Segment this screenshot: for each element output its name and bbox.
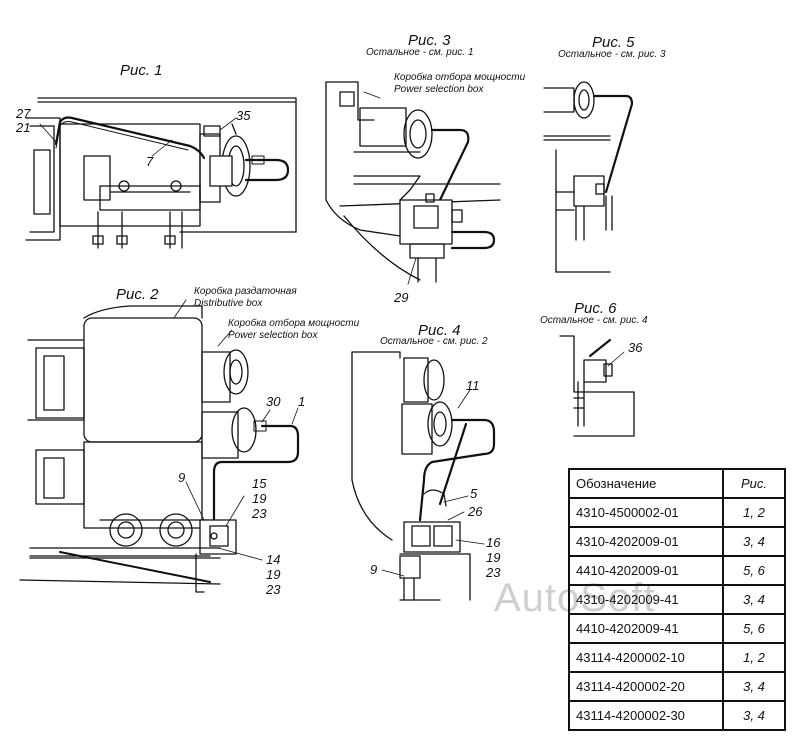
- table-row: 4410-4202009-41 5, 6: [568, 613, 786, 644]
- leader-lines: [39, 91, 625, 577]
- table-row: 4410-4202009-01 5, 6: [568, 555, 786, 586]
- fig2-label-19: 19: [252, 491, 267, 506]
- fig1-title: Рис. 1: [120, 62, 163, 79]
- spec-cell-figure: 3, 4: [722, 700, 786, 731]
- spec-cell-figure: 3, 4: [722, 584, 786, 615]
- fig3-label-29: 29: [394, 290, 409, 305]
- spec-cell-figure: 5, 6: [722, 555, 786, 586]
- spec-cell-figure: 5, 6: [722, 613, 786, 644]
- fig2-caption-transfer-en: Distributive box: [194, 298, 263, 309]
- fig2-label-15: 15: [252, 476, 267, 491]
- spec-cell-figure: 3, 4: [722, 526, 786, 557]
- fig1-label-7: 7: [146, 154, 154, 169]
- fig3-caption-pto-ru: Коробка отбора мощности: [394, 72, 526, 83]
- fig1-label-35: 35: [236, 108, 251, 123]
- fig3-drawing: [325, 81, 501, 283]
- spec-header-designation: Обозначение: [568, 468, 724, 499]
- fig5-subtitle: Остальное - см. рис. 3: [558, 49, 666, 60]
- fig3-subtitle: Остальное - см. рис. 1: [366, 47, 474, 58]
- spec-cell-figure: 1, 2: [722, 497, 786, 528]
- fig2-title: Рис. 2: [116, 286, 159, 303]
- fig2-label-19b: 19: [266, 567, 281, 582]
- spec-table-header: Обозначение Рис.: [568, 468, 786, 499]
- fig2-label-9: 9: [178, 470, 186, 485]
- fig2-caption-transfer-ru: Коробка раздаточная: [194, 286, 297, 297]
- fig4-label-19: 19: [486, 550, 501, 565]
- fig2-label-23b: 23: [266, 582, 281, 597]
- table-row: 43114-4200002-20 3, 4: [568, 671, 786, 702]
- fig4-label-23: 23: [486, 565, 501, 580]
- spec-cell-designation: 43114-4200002-10: [568, 642, 724, 673]
- spec-cell-designation: 4410-4202009-01: [568, 555, 724, 586]
- spec-cell-designation: 4410-4202009-41: [568, 613, 724, 644]
- fig5-drawing: [543, 81, 634, 273]
- fig2-label-30: 30: [266, 394, 281, 409]
- fig4-drawing: [351, 351, 496, 601]
- fig1-label-27: 27: [16, 106, 31, 121]
- fig2-label-23: 23: [252, 506, 267, 521]
- spec-cell-designation: 4310-4500002-01: [568, 497, 724, 528]
- fig2-drawing: [19, 305, 300, 593]
- spec-table: Обозначение Рис. 4310-4500002-01 1, 2 43…: [568, 468, 786, 731]
- spec-cell-designation: 43114-4200002-20: [568, 671, 724, 702]
- fig2-label-1: 1: [298, 394, 306, 409]
- fig3-caption-pto-en: Power selection box: [394, 84, 484, 95]
- fig6-subtitle: Остальное - см. рис. 4: [540, 315, 648, 326]
- table-row: 43114-4200002-10 1, 2: [568, 642, 786, 673]
- spec-cell-designation: 43114-4200002-30: [568, 700, 724, 731]
- spec-header-figure: Рис.: [722, 468, 786, 499]
- fig1-drawing: [25, 97, 297, 249]
- table-row: 4310-4202009-01 3, 4: [568, 526, 786, 557]
- fig4-label-16: 16: [486, 535, 501, 550]
- table-row: 4310-4500002-01 1, 2: [568, 497, 786, 528]
- fig4-label-11: 11: [466, 378, 480, 393]
- spec-cell-figure: 1, 2: [722, 642, 786, 673]
- fig4-label-26: 26: [468, 504, 483, 519]
- fig4-label-5: 5: [470, 486, 478, 501]
- fig6-title: Рис. 6: [574, 300, 617, 317]
- table-row: 4310-4202009-41 3, 4: [568, 584, 786, 615]
- fig6-drawing: [559, 335, 635, 437]
- fig4-subtitle: Остальное - см. рис. 2: [380, 336, 488, 347]
- table-row: 43114-4200002-30 3, 4: [568, 700, 786, 731]
- fig2-caption-pto-en: Power selection box: [228, 330, 318, 341]
- fig6-label-36: 36: [628, 340, 643, 355]
- fig3-title: Рис. 3: [408, 32, 451, 49]
- fig4-label-9: 9: [370, 562, 378, 577]
- fig1-label-21: 21: [16, 120, 31, 135]
- spec-cell-designation: 4310-4202009-41: [568, 584, 724, 615]
- spec-cell-figure: 3, 4: [722, 671, 786, 702]
- fig4-title: Рис. 4: [418, 322, 461, 339]
- fig5-title: Рис. 5: [592, 34, 635, 51]
- fig2-caption-pto-ru: Коробка отбора мощности: [228, 318, 360, 329]
- fig2-label-14: 14: [266, 552, 281, 567]
- spec-cell-designation: 4310-4202009-01: [568, 526, 724, 557]
